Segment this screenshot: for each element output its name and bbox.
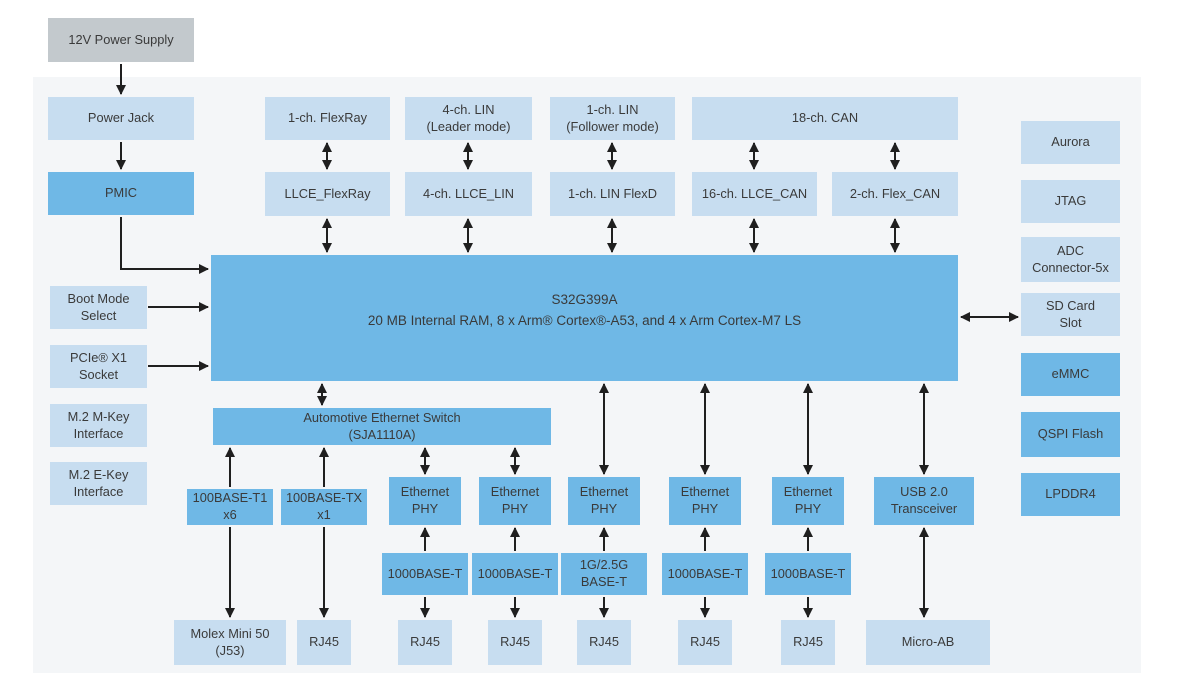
block-1000base-t-3: 1000BASE-T <box>662 553 748 595</box>
soc-text: S32G399A 20 MB Internal RAM, 8 x Arm® Co… <box>368 291 801 346</box>
block-can: 18-ch. CAN <box>692 97 958 140</box>
block-soc-s32g399a: S32G399A 20 MB Internal RAM, 8 x Arm® Co… <box>211 255 958 381</box>
block-pcie-x1-socket: PCIe® X1 Socket <box>50 345 147 388</box>
block-rj45-5: RJ45 <box>678 620 732 665</box>
block-rj45-6: RJ45 <box>781 620 835 665</box>
block-emmc: eMMC <box>1021 353 1120 396</box>
block-sd-card-slot: SD Card Slot <box>1021 293 1120 336</box>
block-1000base-t-2: 1000BASE-T <box>472 553 558 595</box>
block-1000base-t-1: 1000BASE-T <box>382 553 468 595</box>
block-llce-can: 16-ch. LLCE_CAN <box>692 172 817 216</box>
block-100base-t1: 100BASE-T1 x6 <box>187 489 273 525</box>
block-llce-flexray: LLCE_FlexRay <box>265 172 390 216</box>
block-boot-mode-select: Boot Mode Select <box>50 286 147 329</box>
block-1g-25g-base-t: 1G/2.5G BASE-T <box>561 553 647 595</box>
block-micro-ab: Micro-AB <box>866 620 990 665</box>
block-lin-flexd: 1-ch. LIN FlexD <box>550 172 675 216</box>
block-rj45-4: RJ45 <box>577 620 631 665</box>
block-m2-mkey-interface: M.2 M-Key Interface <box>50 404 147 447</box>
block-lin-follower: 1-ch. LIN (Follower mode) <box>550 97 675 140</box>
block-aurora: Aurora <box>1021 121 1120 164</box>
block-ethernet-phy-2: Ethernet PHY <box>479 477 551 525</box>
block-rj45-1: RJ45 <box>297 620 351 665</box>
block-llce-lin: 4-ch. LLCE_LIN <box>405 172 532 216</box>
block-100base-tx: 100BASE-TX x1 <box>281 489 367 525</box>
block-rj45-2: RJ45 <box>398 620 452 665</box>
block-lin-leader: 4-ch. LIN (Leader mode) <box>405 97 532 140</box>
block-ethernet-switch: Automotive Ethernet Switch (SJA1110A) <box>213 408 551 445</box>
block-jtag: JTAG <box>1021 180 1120 223</box>
block-ethernet-phy-1: Ethernet PHY <box>389 477 461 525</box>
block-flexray: 1-ch. FlexRay <box>265 97 390 140</box>
block-12v-power-supply: 12V Power Supply <box>48 18 194 62</box>
block-adc-connector: ADC Connector-5x <box>1021 237 1120 282</box>
soc-description: 20 MB Internal RAM, 8 x Arm® Cortex®-A53… <box>367 312 802 328</box>
block-ethernet-phy-5: Ethernet PHY <box>772 477 844 525</box>
block-molex-mini50: Molex Mini 50 (J53) <box>174 620 286 665</box>
soc-name: S32G399A <box>551 291 618 307</box>
block-ethernet-phy-4: Ethernet PHY <box>669 477 741 525</box>
block-power-jack: Power Jack <box>48 97 194 140</box>
block-lpddr4: LPDDR4 <box>1021 473 1120 516</box>
block-pmic: PMIC <box>48 172 194 215</box>
block-usb-transceiver: USB 2.0 Transceiver <box>874 477 974 525</box>
block-1000base-t-4: 1000BASE-T <box>765 553 851 595</box>
block-rj45-3: RJ45 <box>488 620 542 665</box>
block-qspi-flash: QSPI Flash <box>1021 412 1120 457</box>
block-m2-ekey-interface: M.2 E-Key Interface <box>50 462 147 505</box>
block-ethernet-phy-3: Ethernet PHY <box>568 477 640 525</box>
block-flex-can: 2-ch. Flex_CAN <box>832 172 958 216</box>
